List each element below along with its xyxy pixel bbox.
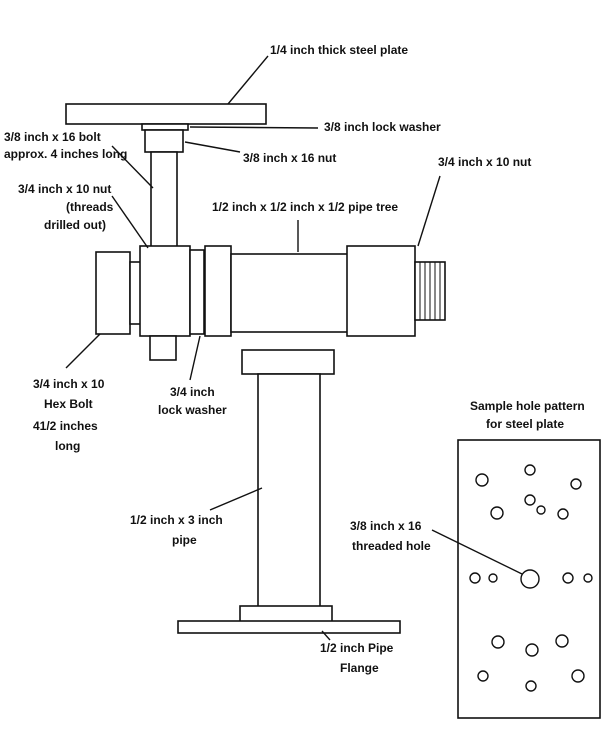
label-nut-3-4-right: 3/4 inch x 10 nut (438, 155, 531, 169)
threaded-hole-marker (520, 569, 540, 589)
nut-3-8 (144, 129, 184, 153)
svg-text:lock washer: lock washer (158, 403, 227, 417)
label-hex-bolt: 3/4 inch x 10 Hex Bolt 41/2 inches long (33, 377, 105, 453)
lock-washer-3-4 (189, 245, 232, 337)
svg-text:3/8 inch x 16 bolt: 3/8 inch x 16 bolt (4, 130, 101, 144)
steel-plate (65, 103, 267, 125)
svg-text:1/4 inch thick steel plate: 1/4 inch thick steel plate (270, 43, 408, 57)
flange-hub (239, 605, 333, 623)
svg-text:1/2 inch x 3 inch: 1/2 inch x 3 inch (130, 513, 223, 527)
label-pipe-tree: 1/2 inch x 1/2 inch x 1/2 pipe tree (212, 200, 398, 214)
hex-bolt-head (95, 251, 143, 335)
pipe-tree (230, 253, 350, 333)
sample-plate (457, 439, 601, 719)
label-pipe: 1/2 inch x 3 inch pipe (130, 513, 223, 547)
pipe-flange (177, 620, 401, 634)
svg-text:41/2 inches: 41/2 inches (33, 419, 98, 433)
svg-text:Flange: Flange (340, 661, 379, 675)
nut-3-4-drilled (139, 245, 191, 337)
leader-lines (65, 55, 523, 641)
svg-text:(threads: (threads (66, 200, 114, 214)
bolt-3-8 (150, 151, 178, 249)
svg-text:1/2 inch Pipe: 1/2 inch Pipe (320, 641, 394, 655)
svg-text:long: long (55, 439, 80, 453)
svg-text:3/4 inch x 10 nut: 3/4 inch x 10 nut (438, 155, 531, 169)
svg-text:3/8 inch x 16 nut: 3/8 inch x 16 nut (243, 151, 336, 165)
nut-3-4-right (346, 245, 416, 337)
label-threaded-hole: 3/8 inch x 16 threaded hole (350, 519, 431, 553)
label-nut-3-8: 3/8 inch x 16 nut (243, 151, 336, 165)
svg-text:1/2 inch x 1/2 inch x 1/2 pipe: 1/2 inch x 1/2 inch x 1/2 pipe tree (212, 200, 398, 214)
svg-text:approx. 4 inches long: approx. 4 inches long (4, 147, 127, 161)
svg-text:3/4 inch: 3/4 inch (170, 385, 215, 399)
bolt-stub-below (149, 335, 177, 361)
svg-text:for steel plate: for steel plate (486, 417, 564, 431)
pipe-1-2x3 (257, 373, 321, 609)
lock-washer-3-8 (141, 123, 189, 131)
svg-text:Hex Bolt: Hex Bolt (44, 397, 93, 411)
threaded-bolt-end (414, 261, 446, 321)
pipe-tree-bottom-collar (241, 349, 335, 375)
svg-text:3/4 inch x 10 nut: 3/4 inch x 10 nut (18, 182, 111, 196)
svg-text:3/8 inch x 16: 3/8 inch x 16 (350, 519, 422, 533)
label-sample-title: Sample hole pattern for steel plate (470, 399, 585, 431)
svg-text:pipe: pipe (172, 533, 197, 547)
label-bolt-3-8: 3/8 inch x 16 bolt approx. 4 inches long (4, 130, 127, 161)
label-lock-washer-3-4: 3/4 inch lock washer (158, 385, 227, 417)
label-pipe-flange: 1/2 inch Pipe Flange (320, 641, 394, 675)
svg-text:threaded hole: threaded hole (352, 539, 431, 553)
label-nut-3-4-drilled: 3/4 inch x 10 nut (threads drilled out) (18, 182, 114, 232)
svg-text:3/8 inch lock washer: 3/8 inch lock washer (324, 120, 441, 134)
label-steel-plate: 1/4 inch thick steel plate (270, 43, 408, 57)
svg-text:drilled out): drilled out) (44, 218, 106, 232)
svg-text:Sample hole pattern: Sample hole pattern (470, 399, 585, 413)
label-lock-washer-3-8: 3/8 inch lock washer (324, 120, 441, 134)
svg-text:3/4 inch x 10: 3/4 inch x 10 (33, 377, 105, 391)
